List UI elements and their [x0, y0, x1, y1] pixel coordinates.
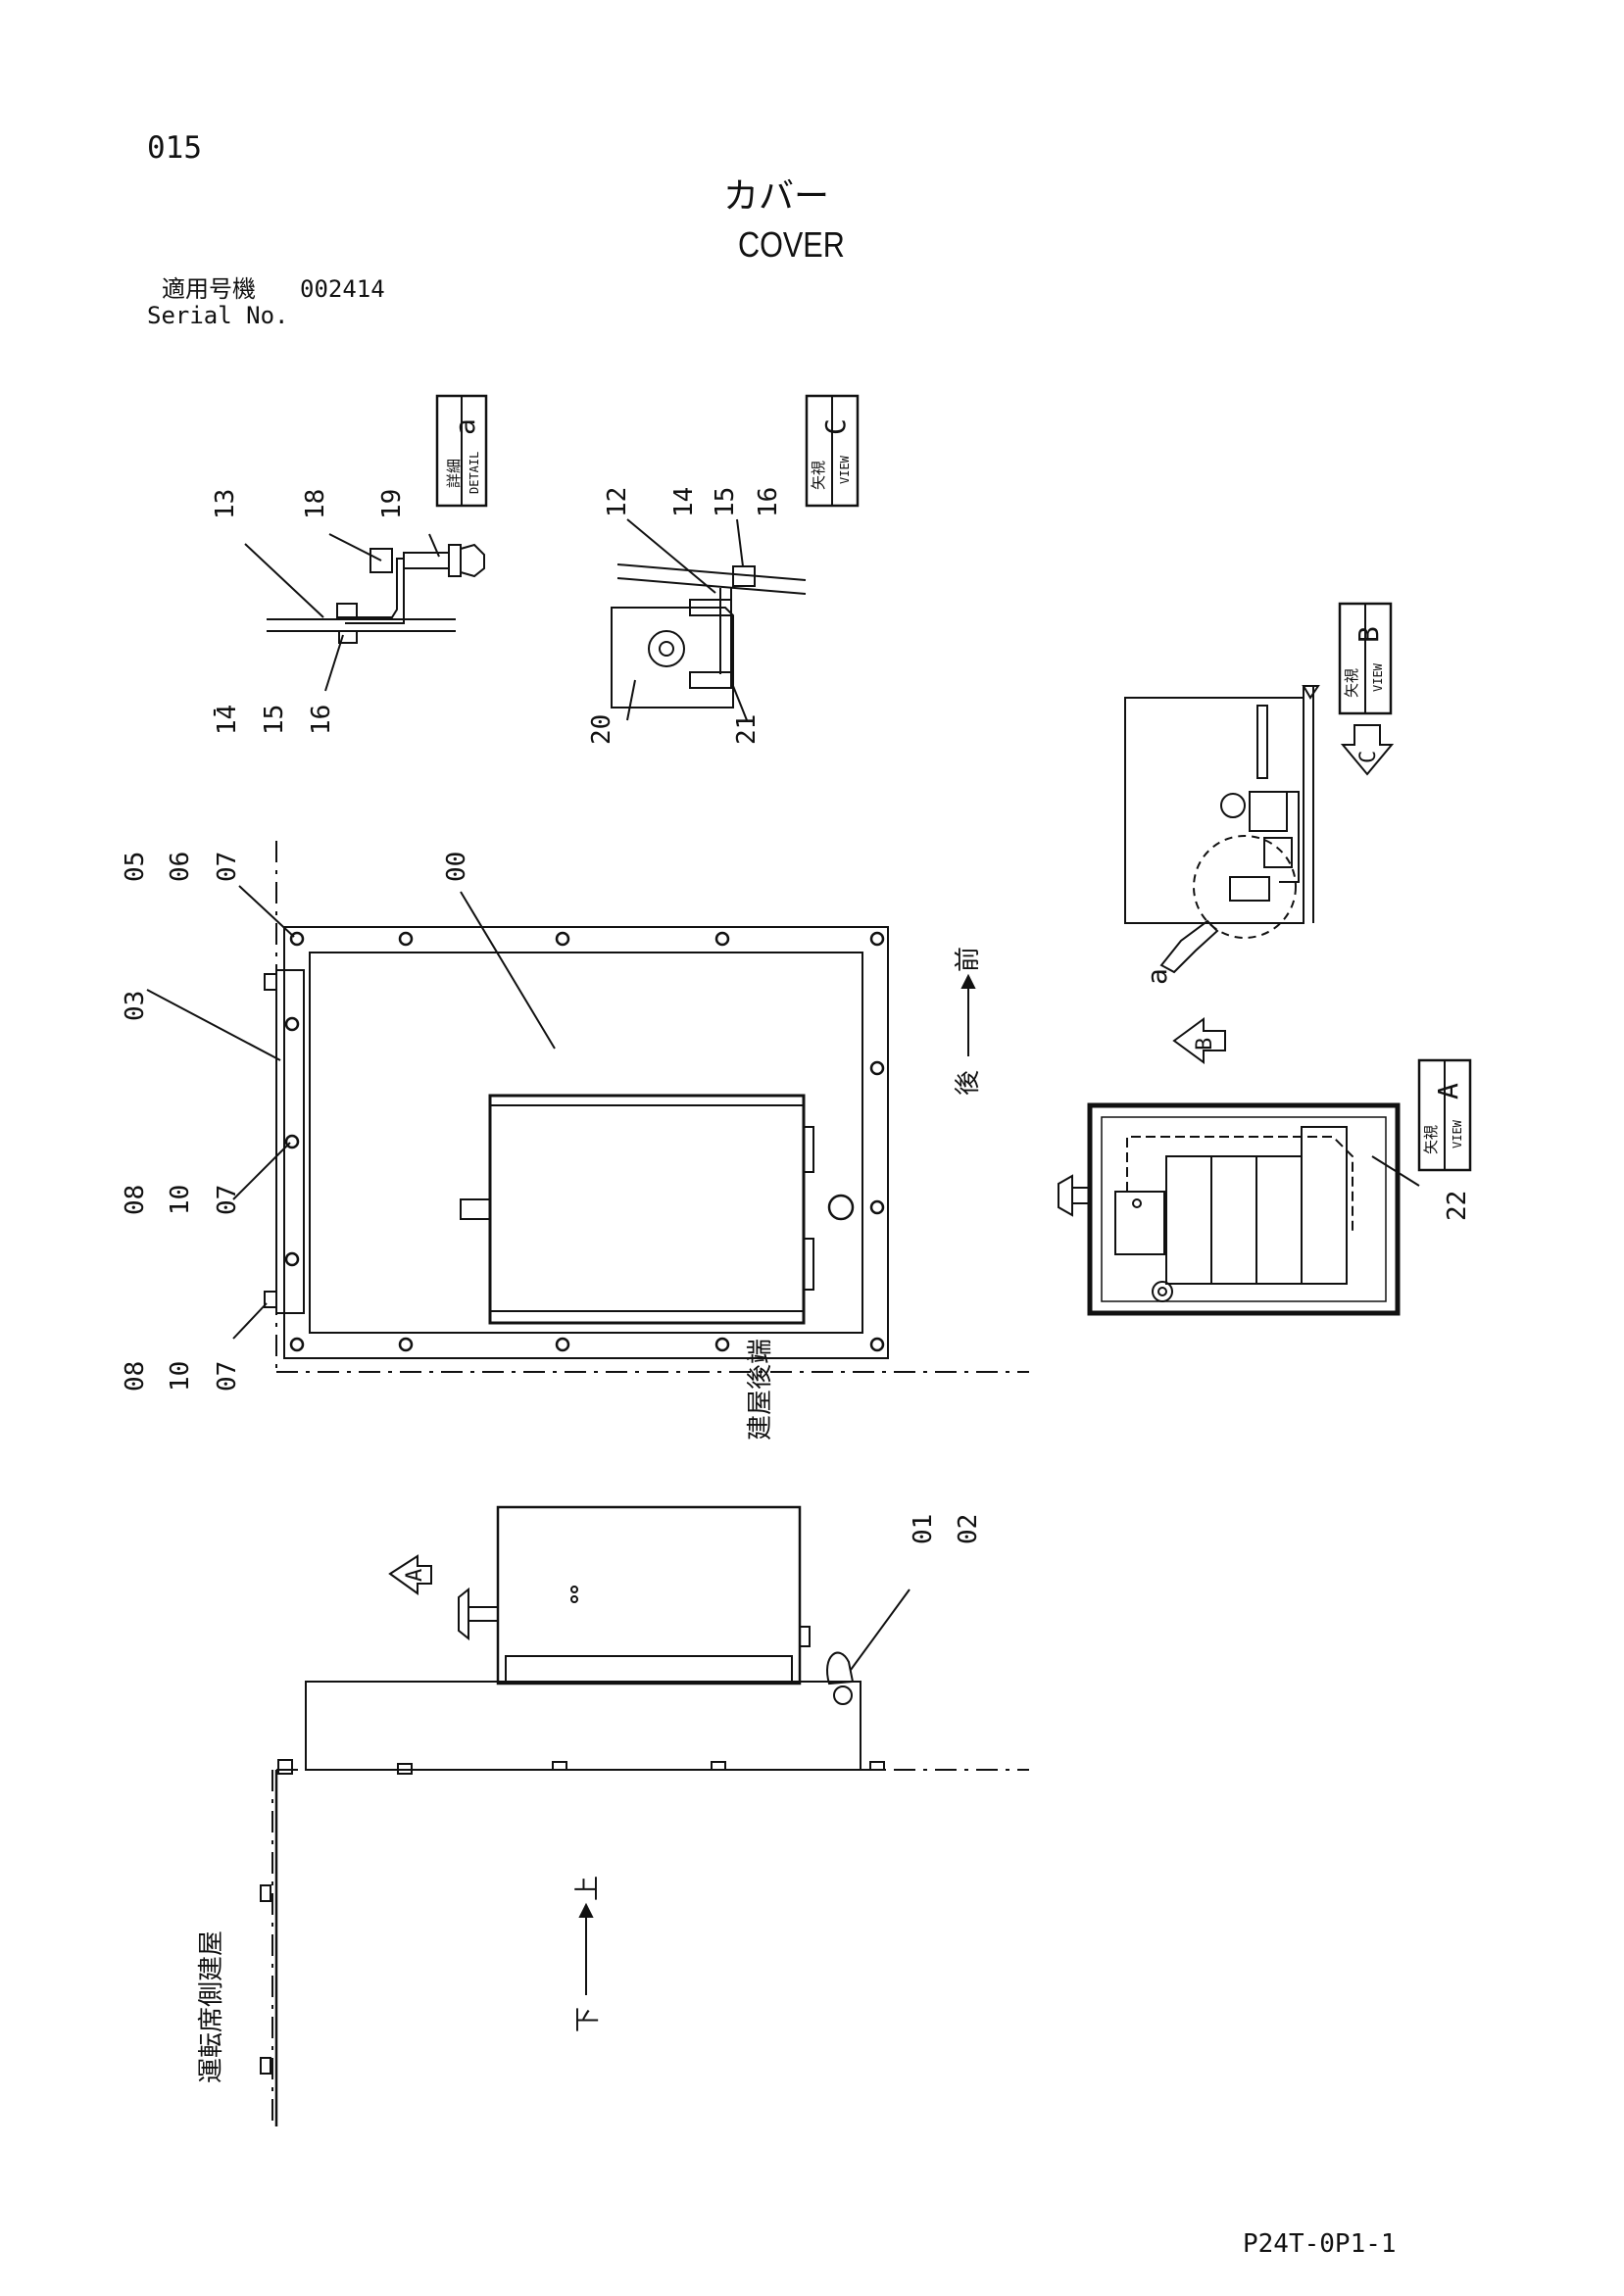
view-c-label-jp: 矢視 — [810, 461, 827, 490]
side-view: 01 02 A 上 下 運転席側建屋 — [197, 1505, 1029, 2126]
detail-a-marker: a — [1141, 968, 1173, 985]
part-number-07: 07 — [213, 1361, 242, 1392]
part-number-16: 16 — [754, 487, 783, 517]
part-number-13: 13 — [211, 489, 240, 519]
serial-label-japanese: 適用号機 — [162, 275, 256, 303]
part-number-08: 08 — [121, 1361, 150, 1392]
part-number-08: 08 — [121, 1185, 150, 1215]
part-number-01: 01 — [909, 1514, 938, 1544]
title-japanese: カバー — [723, 176, 830, 217]
title-english: COVER — [738, 224, 845, 265]
part-number-16: 16 — [307, 705, 336, 735]
part-number-02: 02 — [954, 1514, 983, 1544]
view-a: 矢視 VIEW A 22 — [1058, 1058, 1472, 1316]
arrow-b-letter: B — [1193, 1038, 1217, 1050]
part-number-07: 07 — [213, 852, 242, 882]
part-number-10: 10 — [166, 1361, 195, 1392]
view-b-letter: B — [1353, 626, 1385, 643]
part-number-15: 15 — [711, 487, 740, 517]
view-a-label-en: VIEW — [1451, 1119, 1464, 1148]
serial-number-value: 002414 — [300, 275, 385, 303]
page-number: 015 — [147, 130, 202, 166]
top-view: 05 06 07 00 03 08 10 07 08 10 07 前 後 建屋後… — [121, 841, 1029, 1441]
operator-side-building-label: 運転席側建屋 — [197, 1930, 226, 2083]
view-c-label-en: VIEW — [838, 455, 852, 484]
building-rear-end-label: 建屋後端 — [746, 1339, 775, 1441]
direction-down-label: 下 — [573, 2007, 603, 2032]
part-number-15: 15 — [260, 705, 289, 735]
view-c: 矢視 VIEW C 12 14 15 16 20 21 — [587, 394, 860, 745]
part-number-03: 03 — [121, 991, 150, 1021]
detail-a-letter: a — [449, 418, 481, 435]
view-b-label-en: VIEW — [1371, 662, 1385, 692]
arrow-a-letter: A — [403, 1569, 427, 1582]
part-number-20: 20 — [587, 714, 616, 745]
detail-a-view: 詳細 DETAIL a 13 18 19 14 15 16 — [199, 394, 488, 735]
direction-rear-label: 後 — [954, 1070, 983, 1096]
part-number-14: 14 — [213, 705, 242, 735]
part-number-22: 22 — [1443, 1191, 1472, 1221]
part-number-06: 06 — [166, 852, 195, 882]
part-number-10: 10 — [166, 1185, 195, 1215]
direction-up-label: 上 — [573, 1876, 603, 1901]
svg-text:-: - — [199, 705, 228, 720]
part-number-05: 05 — [121, 852, 150, 882]
view-c-letter: C — [819, 418, 852, 435]
drawing-code: P24T-0P1-1 — [1243, 2229, 1397, 2259]
part-number-14: 14 — [669, 487, 699, 517]
view-a-label-jp: 矢視 — [1422, 1125, 1440, 1154]
part-number-07: 07 — [213, 1185, 242, 1215]
view-b-label-jp: 矢視 — [1343, 668, 1360, 698]
part-number-12: 12 — [603, 487, 632, 517]
arrow-c-letter: C — [1356, 751, 1381, 763]
part-number-18: 18 — [301, 489, 330, 519]
view-b: 矢視 VIEW B a C B — [1124, 602, 1395, 1064]
serial-label-english: Serial No. — [147, 302, 289, 329]
detail-a-label-jp: 詳細 — [445, 459, 463, 488]
view-a-letter: A — [1432, 1083, 1464, 1099]
part-number-19: 19 — [377, 489, 407, 519]
part-number-00: 00 — [442, 852, 471, 882]
direction-front-label: 前 — [954, 947, 983, 972]
detail-a-label-en: DETAIL — [468, 452, 481, 494]
